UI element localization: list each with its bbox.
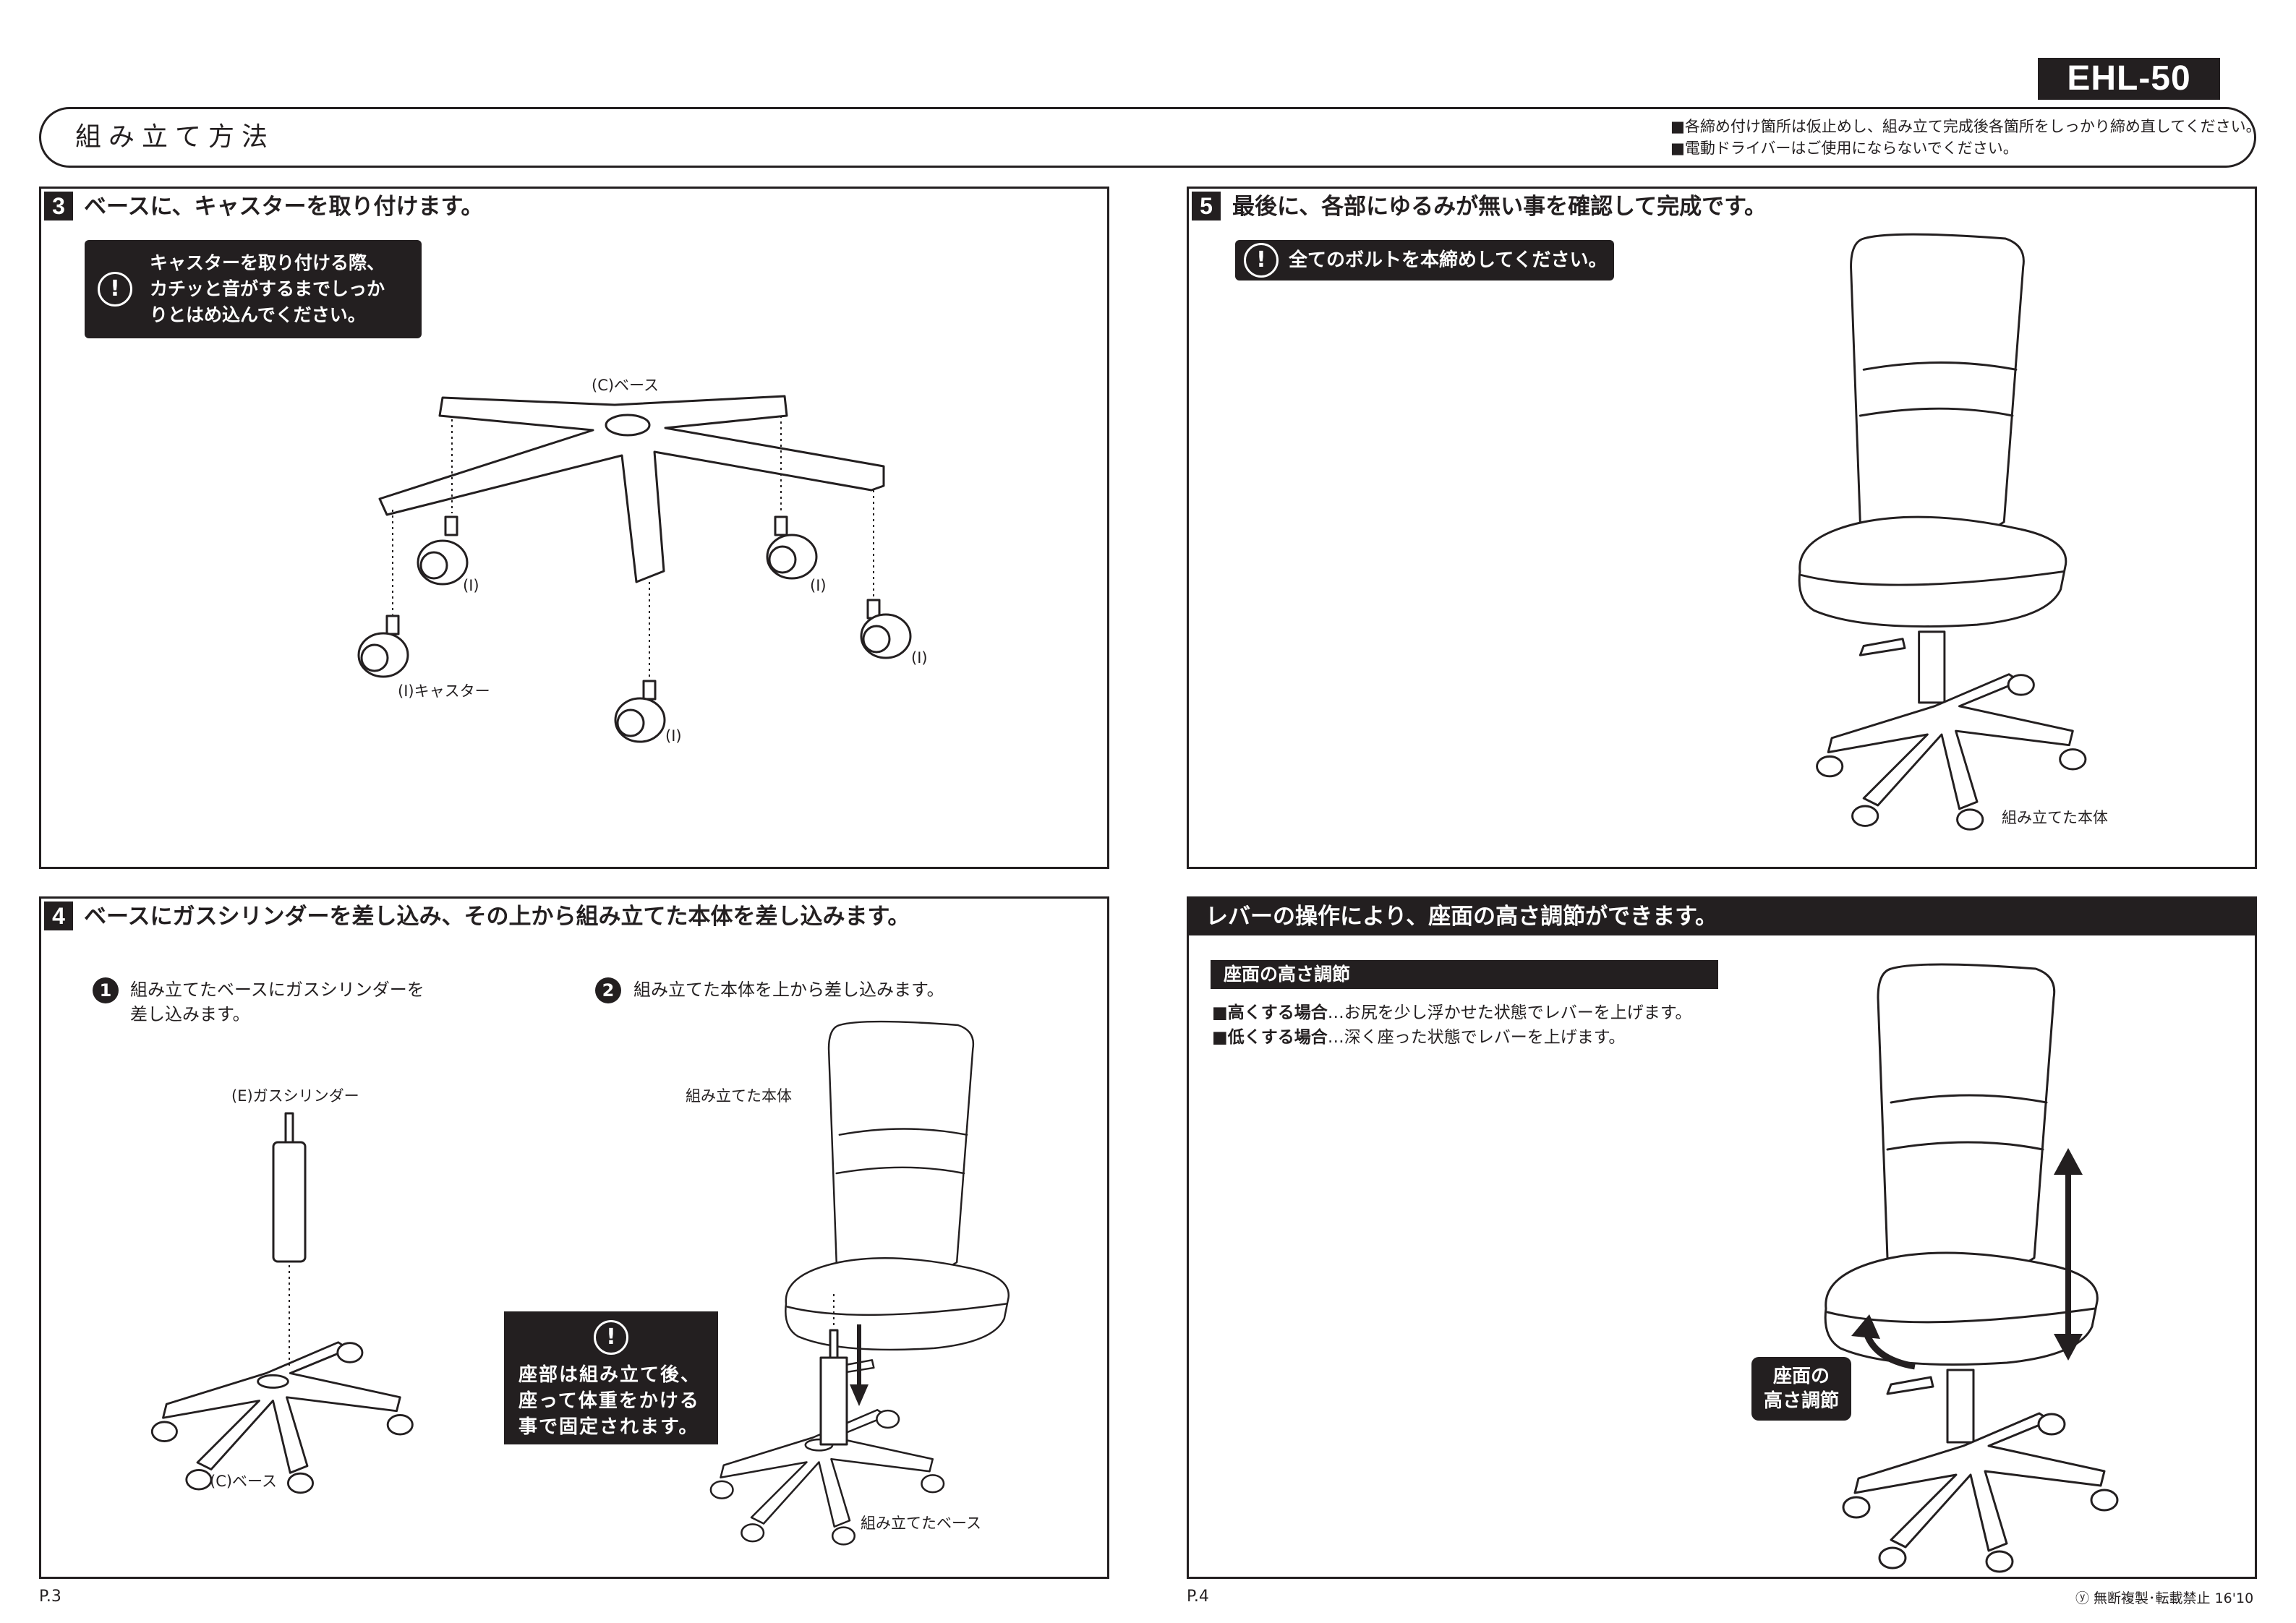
step3-warning-text: キャスターを取り付ける際、 カチッと音がするまでしっか りとはめ込んでください。: [150, 250, 385, 328]
label-caster-i: (I): [810, 577, 827, 594]
step4-base: [150, 1341, 414, 1494]
label-caster-i: (I): [665, 727, 682, 745]
step4-number: 4: [44, 902, 73, 930]
lever-chair: [1824, 963, 2119, 1573]
exclamation-circle-icon: !: [594, 1320, 628, 1355]
height-adjust-callout: 座面の 高さ調節: [1751, 1357, 1851, 1421]
sub-step-line: 組み立てたベースにガスシリンダーを: [130, 980, 424, 1000]
sub-step-2-text: 組み立てた本体を上から差し込みます。: [633, 980, 944, 1000]
page-title: 組み立て方法: [75, 122, 276, 152]
step4-warning-text: 座部は組み立て後、 座って体重をかける 事で固定されます。: [518, 1362, 701, 1440]
warning-line: 事で固定されます。: [518, 1416, 699, 1438]
warning-line: りとはめ込んでください。: [150, 304, 366, 325]
step5-chair: [1798, 233, 2087, 831]
model-number: EHL-50: [2038, 58, 2220, 100]
base-caster-illustration: [357, 395, 912, 743]
caster-2: [357, 614, 409, 678]
instruction-lower: ■低くする場合…深く座った状態でレバーを上げます。: [1212, 1025, 1691, 1050]
step3-title: ベースに、キャスターを取り付けます。: [84, 194, 484, 220]
sub-step-1-number: 1: [93, 977, 119, 1003]
lever-title: レバーの操作により、座面の高さ調節ができます。: [1188, 898, 2256, 935]
label-assembled-body: 組み立てた本体: [2002, 809, 2108, 826]
instruction-lower-text: …深く座った状態でレバーを上げます。: [1327, 1028, 1626, 1047]
label-caster-i: (I): [463, 577, 479, 594]
sub-step-line: 差し込みます。: [130, 1004, 250, 1024]
down-arrow-icon: [850, 1324, 869, 1406]
label-base: (C)ベース: [592, 377, 659, 394]
step5-title: 最後に、各部にゆるみが無い事を確認して完成です。: [1232, 194, 1767, 220]
sub-step-1-text: 組み立てたベースにガスシリンダーを 差し込みます。: [130, 977, 424, 1027]
header-notes: ■各締め付け箇所は仮止めし、組み立て完成後各箇所をしっかり締め直してください。 …: [1670, 116, 2261, 159]
page-number-left: P.3: [39, 1588, 61, 1606]
height-adjust-subhead: 座面の高さ調節: [1211, 960, 1718, 989]
warning-line: カチッと音がするまでしっか: [150, 278, 385, 299]
label-gas-cylinder: (E)ガスシリンダー: [231, 1087, 359, 1105]
note-2: ■電動ドライバーはご使用にならないでください。: [1670, 140, 2018, 157]
step4-chair-body: [785, 1020, 1010, 1375]
exclamation-circle-icon: !: [1244, 243, 1279, 278]
instruction-lower-label: ■低くする場合: [1212, 1028, 1328, 1047]
curved-arrow-icon: [1851, 1314, 1916, 1370]
sub-step-2-number: 2: [595, 977, 621, 1003]
instruction-raise-label: ■高くする場合: [1212, 1003, 1328, 1022]
callout-line: 高さ調節: [1763, 1390, 1839, 1412]
copyright-notice: ⓨ 無断複製･転載禁止 16'10: [2075, 1590, 2254, 1606]
step4-cylinder: [819, 1294, 848, 1446]
warning-line: 座って体重をかける: [518, 1390, 700, 1412]
label-caster-i: (I): [911, 649, 928, 667]
step3-warning: ! キャスターを取り付ける際、 カチッと音がするまでしっか りとはめ込んでくださ…: [85, 240, 422, 338]
caster-5: [614, 680, 666, 743]
step5-warning: ! 全てのボルトを本締めしてください。: [1235, 240, 1614, 281]
callout-line: 座面の: [1772, 1366, 1830, 1387]
page-number-right: P.4: [1187, 1588, 1209, 1606]
step4-warning: ! 座部は組み立て後、 座って体重をかける 事で固定されます。: [504, 1311, 718, 1444]
instruction-raise: ■高くする場合…お尻を少し浮かせた状態でレバーを上げます。: [1212, 1001, 1691, 1025]
lever-instructions: ■高くする場合…お尻を少し浮かせた状態でレバーを上げます。 ■低くする場合…深く…: [1212, 1001, 1691, 1050]
gas-cylinder-icon: [272, 1112, 307, 1366]
up-down-arrow-icon: [2054, 1148, 2083, 1361]
caster-1: [417, 515, 469, 586]
warning-line: 座部は組み立て後、: [518, 1364, 701, 1386]
instruction-raise-text: …お尻を少し浮かせた状態でレバーを上げます。: [1327, 1003, 1692, 1022]
step5-warning-text: 全てのボルトを本締めしてください。: [1289, 249, 1608, 271]
caster-4: [860, 599, 912, 659]
header-bar: [39, 107, 2256, 168]
step4-title: ベースにガスシリンダーを差し込み、その上から組み立てた本体を差し込みます。: [84, 904, 910, 930]
exclamation-circle-icon: !: [98, 272, 132, 307]
note-1: ■各締め付け箇所は仮止めし、組み立て完成後各箇所をしっかり締め直してください。: [1670, 118, 2261, 135]
caster-3: [766, 515, 818, 580]
label-assembled-base: 組み立てたベース: [861, 1515, 981, 1532]
label-base: (C)ベース: [210, 1473, 277, 1490]
step3-number: 3: [44, 192, 73, 220]
label-caster: (I)キャスター: [398, 682, 490, 700]
step5-number: 5: [1192, 192, 1221, 220]
warning-line: キャスターを取り付ける際、: [150, 252, 385, 273]
label-assembled-body: 組み立てた本体: [686, 1087, 792, 1105]
